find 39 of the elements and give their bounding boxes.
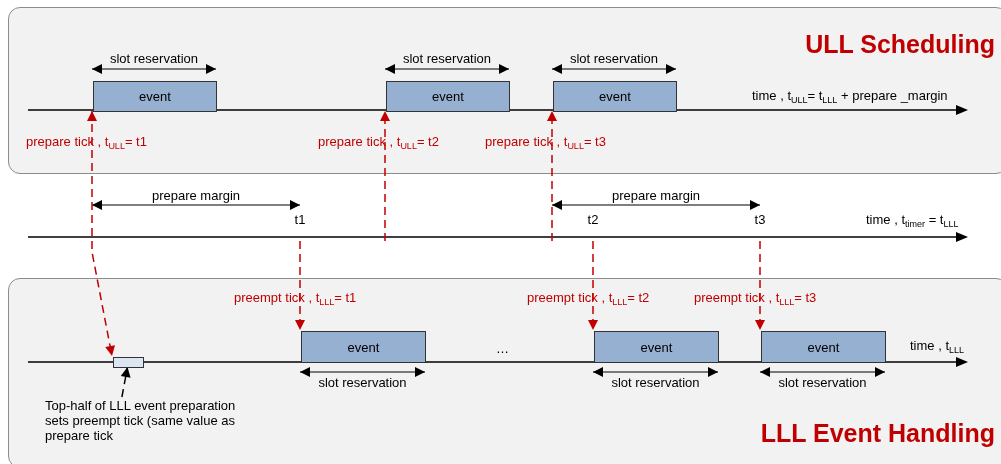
ellipsis: … [496, 341, 509, 356]
time-mark: t3 [754, 212, 766, 227]
edge-label: preempt tick , t$_{LLL}$= t1 [234, 290, 357, 305]
small-box [113, 357, 144, 368]
edge-label: preempt tick , t$_{LLL}$= t2 [527, 290, 650, 305]
note-text: Top-half of LLL event preparation sets preempt tick (same value as prepare tick [45, 398, 250, 444]
event-box: event [301, 331, 426, 363]
event-box: event [594, 331, 719, 363]
arrow [380, 110, 390, 242]
dimension-label: slot reservation [402, 51, 492, 66]
dimension-label: slot reservation [611, 375, 700, 390]
event-box: event [761, 331, 886, 363]
edge-label: preempt tick , t$_{LLL}$= t3 [694, 290, 817, 305]
axis-label: time , t$_{timer}$ = t$_{LLL}$ [866, 212, 959, 227]
axis-label: time , t$_{ULL}$= t$_{LLL}$ + prepare _margin [752, 88, 948, 103]
arrow [120, 366, 131, 398]
section-panel [8, 7, 1001, 174]
event-box: event [386, 81, 510, 112]
time-mark: t2 [587, 212, 599, 227]
arrow [87, 110, 115, 357]
arrow [295, 240, 305, 331]
dimension-label: slot reservation [318, 375, 407, 390]
dimension-label: prepare margin [151, 188, 241, 203]
edge-label: prepare tick , t$_{ULL}$= t3 [485, 134, 606, 149]
event-box: event [553, 81, 677, 112]
dimension-label: slot reservation [569, 51, 659, 66]
section-title: LLL Event Handling [760, 419, 995, 448]
event-box: event [93, 81, 217, 112]
axis-label: time , t$_{LLL}$ [910, 338, 965, 353]
arrow [755, 240, 765, 331]
arrow [547, 110, 557, 242]
dimension-label: prepare margin [611, 188, 701, 203]
time-mark: t1 [294, 212, 306, 227]
dimension-label: slot reservation [778, 375, 867, 390]
dimension-label: slot reservation [109, 51, 199, 66]
section-panel [8, 278, 1001, 464]
section-title: ULL Scheduling [805, 30, 995, 59]
arrow [588, 240, 598, 331]
edge-label: prepare tick , t$_{ULL}$= t2 [318, 134, 439, 149]
